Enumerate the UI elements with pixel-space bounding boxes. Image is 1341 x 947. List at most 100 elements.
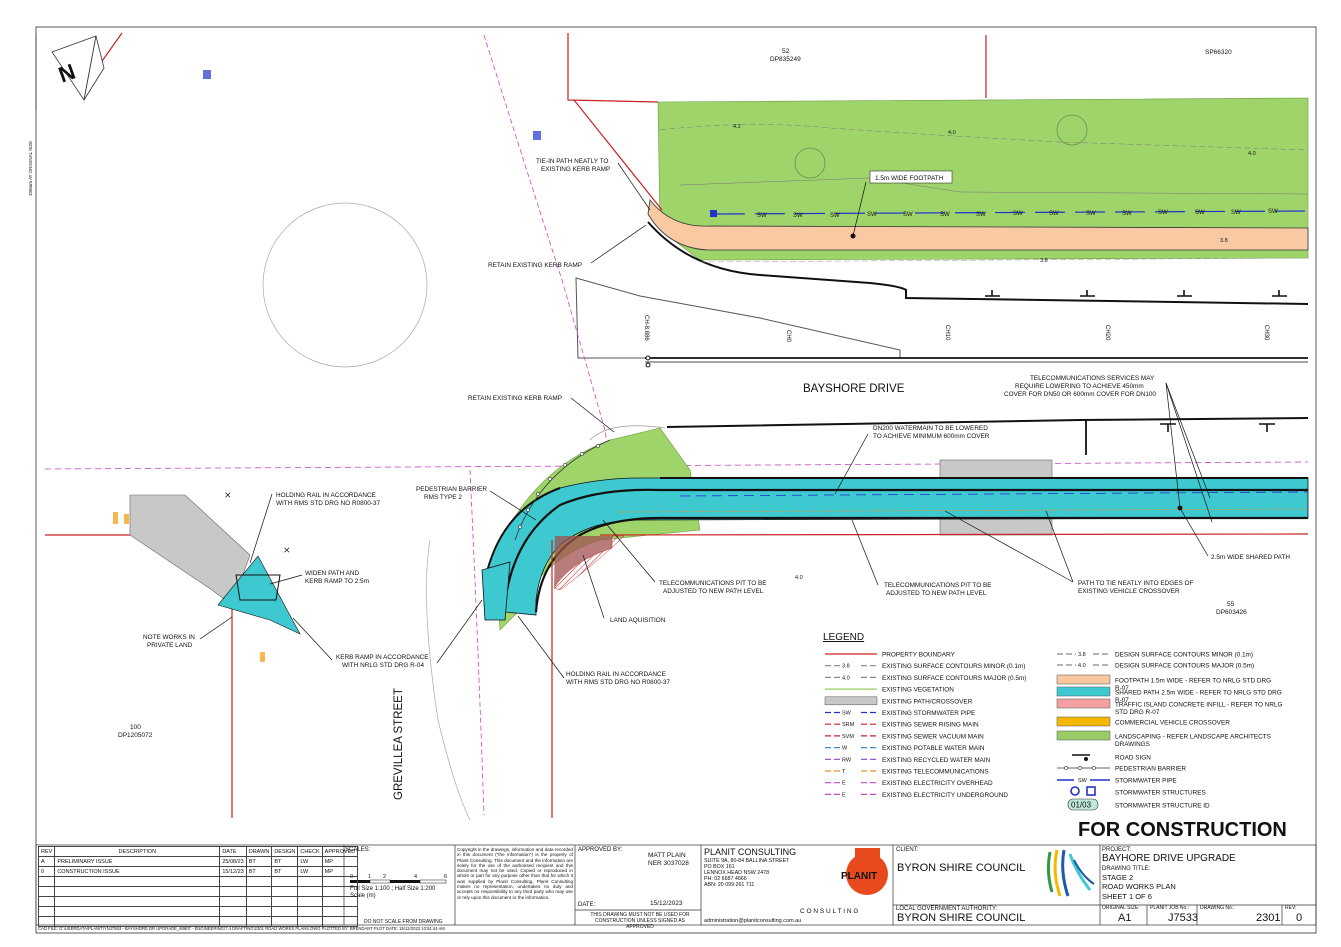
legend-item-label: EXISTING POTABLE WATER MAIN xyxy=(882,745,985,752)
legend-item-label: PEDESTRIAN BARRIER xyxy=(1115,766,1186,773)
svg-text:SW: SW xyxy=(940,212,950,218)
svg-text:COVER FOR DN50 OR 600mm COVER: COVER FOR DN50 OR 600mm COVER FOR DN100 xyxy=(1004,391,1156,398)
legend-swatch xyxy=(1056,686,1111,697)
svg-text:SW: SW xyxy=(757,213,767,219)
legend-symbol: T xyxy=(842,769,846,775)
svg-text:PATH TO TIE NEATLY INTO EDGES: PATH TO TIE NEATLY INTO EDGES OF xyxy=(1078,580,1194,587)
legend-item-label: EXISTING VEGETATION xyxy=(882,687,954,694)
scale-bar xyxy=(350,879,447,884)
svg-text:ADJUSTED TO NEW PATH LEVEL: ADJUSTED TO NEW PATH LEVEL xyxy=(663,588,764,595)
svg-text:SW: SW xyxy=(1195,210,1205,216)
cad-file-path: CAD FILE: G:\USERDATA\PLANIT\YNJ7553 - B… xyxy=(38,926,445,931)
svg-text:100: 100 xyxy=(130,724,141,731)
street-grevillea: GREVILLEA STREET xyxy=(393,688,405,800)
svg-text:RETAIN EXISTING KERB RAMP: RETAIN EXISTING KERB RAMP xyxy=(488,262,582,269)
svg-text:SW: SW xyxy=(1122,211,1132,217)
svg-text:4.0: 4.0 xyxy=(1248,151,1256,157)
svg-text:4.0: 4.0 xyxy=(948,130,956,136)
rev-number: 0 xyxy=(1296,912,1303,924)
svg-text:3.8: 3.8 xyxy=(1220,238,1228,244)
legend-item-label: PROPERTY BOUNDARY xyxy=(882,652,956,659)
legend-swatch xyxy=(1056,698,1111,709)
svg-text:4.0: 4.0 xyxy=(795,575,803,581)
svg-text:LAND AQUISITION: LAND AQUISITION xyxy=(610,617,666,624)
legend-item-label: DESIGN SURFACE CONTOURS MINOR (0.1m) xyxy=(1115,652,1253,659)
approved-by-label: APPROVED BY: xyxy=(578,847,623,853)
svg-text:2.5m WIDE SHARED PATH: 2.5m WIDE SHARED PATH xyxy=(1211,554,1290,561)
legend-swatch xyxy=(1056,716,1111,727)
legend-symbol: 3.8 xyxy=(842,664,850,670)
legend-symbol: SW xyxy=(842,711,852,717)
do-not-scale: DO NOT SCALE FROM DRAWING xyxy=(364,919,443,925)
approver-ner: NER 3037028 xyxy=(648,860,689,867)
rev-header: CHECK xyxy=(297,846,323,857)
svg-text:3.8: 3.8 xyxy=(1040,258,1048,264)
legend-symbol: RW xyxy=(842,757,852,763)
legend-item-label: STD DRG R-07 xyxy=(1115,709,1160,716)
original-size-label: ORIGINAL SIZE: xyxy=(1102,905,1140,911)
legend-symbol: SW xyxy=(1078,778,1088,784)
legend-symbol: W xyxy=(842,746,848,752)
legend-symbol: 4.0 xyxy=(842,675,850,681)
svg-text:SP66320: SP66320 xyxy=(1205,49,1232,56)
legend-item-label: SHARED PATH 2.5m WIDE - REFER TO NRLG ST… xyxy=(1115,690,1282,697)
svg-text:SW: SW xyxy=(1231,210,1241,216)
svg-text:1: 1 xyxy=(368,874,371,880)
not-used-notice: THIS DRAWING MUST NOT BE USED FOR CONSTR… xyxy=(590,912,690,930)
legend-swatch xyxy=(1056,730,1111,741)
svg-text:SW: SW xyxy=(1049,211,1059,217)
svg-text:CH30: CH30 xyxy=(1263,325,1269,341)
client-name: BYRON SHIRE COUNCIL xyxy=(897,862,1026,874)
svg-text:RMS TYPE 2: RMS TYPE 2 xyxy=(424,494,462,501)
svg-text:DN200 WATERMAIN TO BE LOWERED: DN200 WATERMAIN TO BE LOWERED xyxy=(873,425,988,432)
legend-item-label: EXISTING STORMWATER PIPE xyxy=(882,710,975,717)
svg-text:SW: SW xyxy=(1013,211,1023,217)
legend-item-label: STORMWATER STRUCTURES xyxy=(1115,790,1206,797)
rev-header: REV xyxy=(37,846,56,857)
legend-swatch xyxy=(824,696,878,706)
side-scale-note: 100mm AT ORIGINAL SIZE xyxy=(28,140,33,196)
svg-text:55: 55 xyxy=(1227,601,1235,608)
legend-item-label: DRAWINGS xyxy=(1115,741,1150,748)
legend-symbol: 4.0 xyxy=(1078,663,1086,669)
legend-item-label: DESIGN SURFACE CONTOURS MAJOR (0.5m) xyxy=(1115,663,1254,670)
svg-text:6: 6 xyxy=(444,874,447,880)
drawing-title-label: DRAWING TITLE: xyxy=(1102,866,1151,872)
annotations: TIE-IN PATH NEATLY TO EXISTING KERB RAMP… xyxy=(143,158,1290,686)
lga-label: LOCAL GOVERNMENT AUTHORITY: xyxy=(896,906,998,912)
legend-item-label: EXISTING RECYCLED WATER MAIN xyxy=(882,757,991,764)
revision-table: REV DESCRIPTION DATE DRAWN DESIGN CHECK … xyxy=(37,846,359,927)
svg-text:KERB RAMP TO 2.5m: KERB RAMP TO 2.5m xyxy=(305,578,369,585)
svg-text:CH20: CH20 xyxy=(1104,325,1110,341)
sheet-border xyxy=(35,26,1317,934)
street-bayshore-drive: BAYSHORE DRIVE xyxy=(803,383,905,395)
legend-swatch xyxy=(1070,786,1080,796)
legend-item-label: EXISTING SEWER RISING MAIN xyxy=(882,722,979,729)
legend-item-label: COMMERCIAL VEHICLE CROSSOVER xyxy=(1115,720,1230,727)
company-email: administration@planitconsulting.com.au xyxy=(704,918,802,924)
svg-text:RETAIN EXISTING KERB RAMP: RETAIN EXISTING KERB RAMP xyxy=(468,395,562,402)
svg-text:CH-8.886: CH-8.886 xyxy=(643,315,649,341)
svg-text:SW: SW xyxy=(903,212,913,218)
svg-text:TELECOMMUNICATIONS SERVICES MA: TELECOMMUNICATIONS SERVICES MAY xyxy=(1030,375,1155,382)
legend-item-label: EXISTING SURFACE CONTOURS MINOR (0.1m) xyxy=(882,663,1025,670)
scale-full: Full Size 1:100 ; Half Size 1:200 xyxy=(350,886,436,892)
legend-swatch xyxy=(1056,674,1111,685)
date-label: DATE: xyxy=(578,902,596,908)
svg-text:SW: SW xyxy=(867,212,877,218)
svg-text:WIDEN PATH AND: WIDEN PATH AND xyxy=(305,570,359,577)
legend-symbol: SRM xyxy=(842,722,855,728)
legend-item-label: R-07 xyxy=(1115,697,1129,704)
rev-header: DESIGN xyxy=(271,846,299,857)
svg-text:⨯: ⨯ xyxy=(283,545,291,555)
sw-labels: SW SW SW SW SW SW SW SW SW SW SW SW SW S… xyxy=(757,209,1278,219)
logo-subtext: C O N S U L T I N G xyxy=(800,908,858,915)
legend-item-label: R-07 xyxy=(1115,685,1129,692)
scale-unit: Scale (m) xyxy=(350,893,376,899)
lot-labels: 52 DP835249 SP66320 55 DP603426 100 DP12… xyxy=(118,48,1247,739)
north-arrow xyxy=(51,35,105,102)
copyright-notice: Copyright in the drawings, information a… xyxy=(457,847,573,900)
